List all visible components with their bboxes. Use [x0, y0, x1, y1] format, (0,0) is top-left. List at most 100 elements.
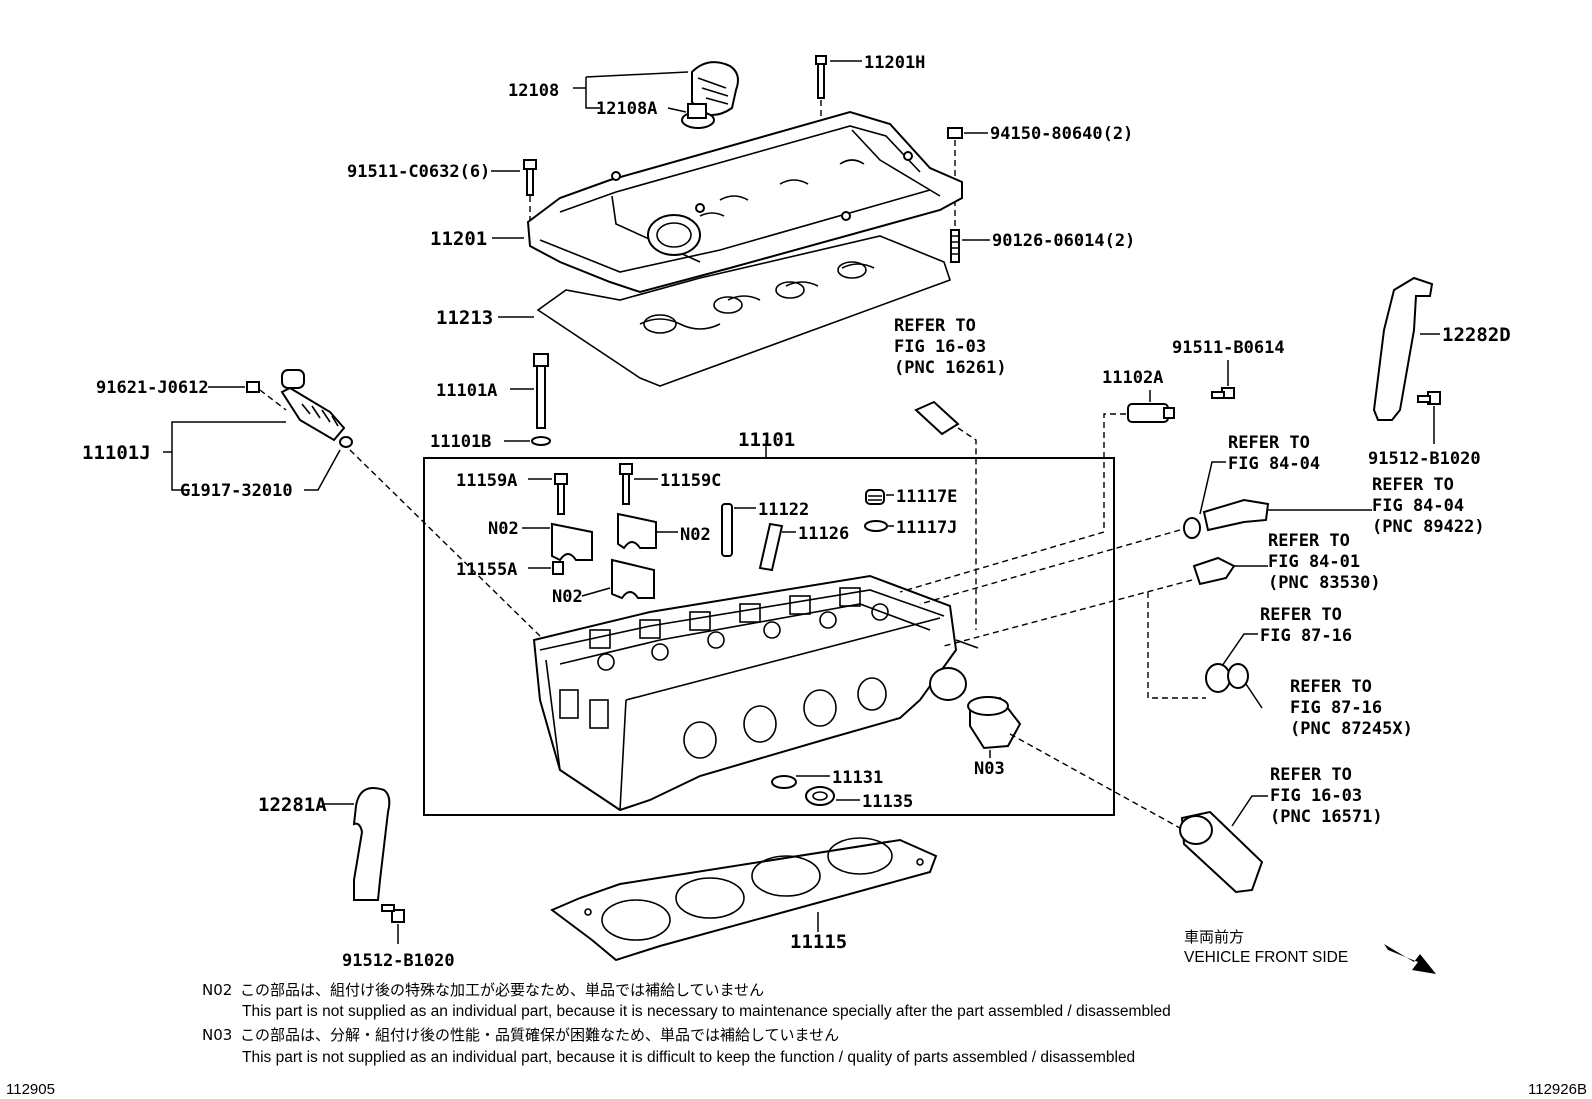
bracket-12281a — [352, 787, 391, 901]
label-11159c: 11159C — [660, 471, 721, 491]
note-n02-code: N02 — [202, 981, 232, 999]
ref-83530-l2: FIG 84-01 — [1268, 552, 1360, 572]
cam-cap-3 — [611, 558, 655, 600]
label-11126: 11126 — [798, 524, 849, 544]
oil-filler-cap — [681, 61, 739, 129]
label-91511-b0614: 91511-B0614 — [1172, 338, 1285, 358]
bolt-11159c — [619, 463, 633, 505]
cylinder-head-assembly-box — [423, 457, 1115, 816]
ref-16571-l1: REFER TO — [1270, 765, 1352, 785]
bracket-12282d — [1372, 276, 1434, 421]
hose-16571 — [1179, 810, 1264, 894]
footer-code-left: 112905 — [6, 1081, 55, 1098]
ref-83530-l3: (PNC 83530) — [1268, 573, 1381, 593]
label-94150: 94150-80640(2) — [990, 124, 1133, 144]
bolt-91512-b1020-right — [1417, 391, 1441, 405]
cylinder-head-cover — [526, 110, 963, 294]
cam-cap-1 — [551, 522, 593, 562]
label-90126: 90126-06014(2) — [992, 231, 1135, 251]
ref-87245x-l3: (PNC 87245X) — [1290, 719, 1413, 739]
label-11115: 11115 — [790, 931, 847, 953]
label-11201h: 11201H — [864, 53, 925, 73]
nut-94150 — [947, 127, 963, 139]
bolt-11159a — [554, 473, 568, 515]
front-label-jp: 車両前方 — [1184, 928, 1244, 946]
bolt-91511-b0614 — [1211, 387, 1235, 399]
plug-11117e — [865, 489, 885, 505]
hose-clamp — [1205, 663, 1249, 693]
label-12281a: 12281A — [258, 794, 327, 816]
cam-cap-2 — [617, 512, 657, 550]
label-12108: 12108 — [508, 81, 559, 101]
washer-11101b — [531, 436, 551, 446]
label-11201: 11201 — [430, 228, 487, 250]
ref-87245x-l1: REFER TO — [1290, 677, 1372, 697]
tube-11126 — [758, 522, 784, 572]
oil-control-valve — [280, 369, 353, 448]
label-11101: 11101 — [738, 429, 795, 451]
label-12282d: 12282D — [1442, 324, 1511, 346]
label-11131: 11131 — [832, 768, 883, 788]
label-91512-b1020-left: 91512-B1020 — [342, 951, 455, 971]
note-n03-jp: この部品は、分解・組付け後の性能・品質確保が困難なため、単品では補給していません — [240, 1026, 839, 1044]
label-11101j: 11101J — [82, 442, 151, 464]
label-91511-c0632: 91511-C0632(6) — [347, 162, 490, 182]
ref-16571-l2: FIG 16-03 — [1270, 786, 1362, 806]
label-n02-b: N02 — [680, 525, 711, 545]
front-arrow-icon — [1384, 944, 1436, 974]
note-n02-en: This part is not supplied as an individu… — [242, 1003, 1171, 1020]
label-11213: 11213 — [436, 307, 493, 329]
label-91621: 91621-J0612 — [96, 378, 209, 398]
ref-89422-l2: FIG 84-04 — [1372, 496, 1464, 516]
ref-87-16-a-l2: FIG 87-16 — [1260, 626, 1352, 646]
cylinder-head — [532, 574, 979, 812]
label-n03: N03 — [974, 759, 1005, 779]
note-n03-en: This part is not supplied as an individu… — [242, 1049, 1135, 1066]
head-cover-gasket — [536, 235, 952, 387]
label-11117e: 11117E — [896, 487, 957, 507]
label-11101a: 11101A — [436, 381, 497, 401]
front-label-en: VEHICLE FRONT SIDE — [1184, 949, 1348, 966]
ref-83530-l1: REFER TO — [1268, 531, 1350, 551]
ref-16261-l1: REFER TO — [894, 316, 976, 336]
label-11102a: 11102A — [1102, 368, 1163, 388]
label-g1917: G1917-32010 — [180, 481, 293, 501]
pin-11155a — [552, 561, 564, 575]
head-bolt-11101a — [533, 353, 549, 429]
bolt-11201h — [815, 55, 827, 99]
head-gasket — [550, 837, 938, 962]
gasket-11117j — [864, 520, 888, 532]
label-11155a: 11155A — [456, 560, 517, 580]
seal-11131 — [771, 775, 797, 789]
note-n03-code: N03 — [202, 1026, 232, 1044]
ref-84-04-a-l2: FIG 84-04 — [1228, 454, 1320, 474]
ref-89422-l3: (PNC 89422) — [1372, 517, 1485, 537]
label-n02-a: N02 — [488, 519, 519, 539]
label-91512-b1020-right: 91512-B1020 — [1368, 449, 1481, 469]
ref-16261-l2: FIG 16-03 — [894, 337, 986, 357]
label-11117j: 11117J — [896, 518, 957, 538]
tube-11122 — [721, 503, 733, 557]
ref-16261-l3: (PNC 16261) — [894, 358, 1007, 378]
stud-90126 — [950, 229, 960, 263]
sensor-89422 — [1202, 498, 1270, 532]
sensor-11102a — [1127, 403, 1175, 423]
label-11101b: 11101B — [430, 432, 491, 452]
washer-84-04 — [1183, 517, 1201, 539]
sensor-83530 — [1192, 556, 1236, 586]
note-n02-jp: この部品は、組付け後の特殊な加工が必要なため、単品では補給していません — [240, 981, 764, 999]
bolt-91511-c0632 — [523, 159, 537, 196]
ref-89422-l1: REFER TO — [1372, 475, 1454, 495]
bolt-91621 — [246, 381, 260, 393]
label-11135: 11135 — [862, 792, 913, 812]
label-11122: 11122 — [758, 500, 809, 520]
hose-16261 — [914, 400, 960, 436]
seal-11135 — [805, 786, 835, 806]
bolt-91512-b1020-left — [381, 904, 405, 923]
label-n02-c: N02 — [552, 587, 583, 607]
ref-87-16-a-l1: REFER TO — [1260, 605, 1342, 625]
label-12108a: 12108A — [596, 99, 657, 119]
sleeve-n03 — [967, 696, 1022, 750]
ref-87245x-l2: FIG 87-16 — [1290, 698, 1382, 718]
